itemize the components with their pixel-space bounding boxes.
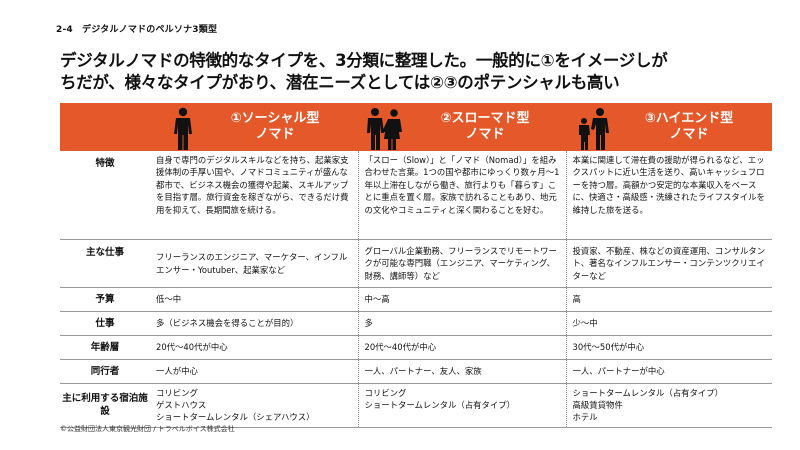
header-title-social: ①ソーシャル型 ノマド xyxy=(200,111,350,143)
cell-features-social: 自身で専門のデジタルスキルなどを持ち、起業家支援体制の手厚い国や、ノマドコミュニ… xyxy=(150,151,358,240)
accom-slowmad-1: コリビング xyxy=(364,387,407,398)
accom-slowmad-2: ショートタームレンタル（占有タイプ） xyxy=(364,399,516,410)
headline-line-2: ちだが、様々なタイプがおり、潜在ニーズとしては②③のポテンシャルも高い xyxy=(60,73,620,92)
header-col-highend: ③ハイエンド型 ノマド xyxy=(566,103,772,151)
accom-social-1: コリビング xyxy=(156,387,198,398)
cell-budget-slowmad: 中～高 xyxy=(357,287,566,312)
cell-age-highend: 30代～50代が中心 xyxy=(565,335,772,360)
accom-highend-1: ショートタームレンタル（占有タイプ） xyxy=(572,387,724,398)
cell-companion-slowmad: 一人、パートナー、友人、家族 xyxy=(357,359,566,384)
couple-icon xyxy=(367,108,402,150)
cell-workamt-social: 多（ビジネス機会を得ることが目的） xyxy=(150,311,358,336)
header-title-highend-line2: ノマド xyxy=(669,127,709,142)
cell-work-highend: 投資家、不動産、株などの資産運用、コンサルタント、著名なインフルエンサー・コンテ… xyxy=(565,239,772,288)
headline-line-1: デジタルノマドの特徴的なタイプを、3分類に整理した。一般的に①をイメージしが xyxy=(60,51,668,70)
row-label-accommodation: 主に利用する宿泊施設 xyxy=(60,383,150,428)
accom-social-3: ショートタームレンタル（シェアハウス） xyxy=(156,412,315,423)
row-label-age: 年齢層 xyxy=(60,335,150,360)
cell-companion-social: 一人が中心 xyxy=(150,359,358,384)
cell-work-social: フリーランスのエンジニア、マーケター、インフルエンサー・Youtuber、起業家… xyxy=(150,239,358,288)
parent-child-icon xyxy=(579,108,609,150)
table-row: 予算 低～中 中～高 高 xyxy=(60,287,772,312)
row-label-work-amount: 仕事 xyxy=(60,311,150,336)
header-col-social: ①ソーシャル型 ノマド xyxy=(150,103,358,151)
cell-budget-highend: 高 xyxy=(565,287,772,312)
row-label-budget: 予算 xyxy=(60,287,150,312)
cell-companion-highend: 一人、パートナーが中心 xyxy=(565,359,772,384)
row-label-companion: 同行者 xyxy=(60,359,150,384)
cell-accom-slowmad: コリビング ショートタームレンタル（占有タイプ） xyxy=(357,383,566,428)
cell-age-slowmad: 20代～40代が中心 xyxy=(357,335,566,360)
cell-workamt-highend: 少～中 xyxy=(565,311,772,336)
table-row: 年齢層 20代～40代が中心 20代～40代が中心 30代～50代が中心 xyxy=(60,335,772,360)
table-header: ①ソーシャル型 ノマド ②スローマド型 ノマド xyxy=(60,103,772,151)
cell-age-social: 20代～40代が中心 xyxy=(150,335,358,360)
header-title-highend: ③ハイエンド型 ノマド xyxy=(614,111,764,143)
header-title-slowmad-line1: ②スローマド型 xyxy=(440,111,530,126)
header-col-slowmad: ②スローマド型 ノマド xyxy=(358,103,566,151)
table-row: 仕事 多（ビジネス機会を得ることが目的） 多 少～中 xyxy=(60,311,772,336)
row-label-accommodation-text: 主に利用する宿泊施設 xyxy=(62,393,148,417)
header-title-slowmad: ②スローマド型 ノマド xyxy=(410,111,560,143)
row-label-features: 特徴 xyxy=(60,151,150,240)
accom-highend-2: 高級賃貸物件 xyxy=(572,399,623,410)
header-title-social-line2: ノマド xyxy=(255,127,295,142)
header-title-social-line1: ①ソーシャル型 xyxy=(230,111,320,126)
table-row: 特徴 自身で専門のデジタルスキルなどを持ち、起業家支援体制の手厚い国や、ノマドコ… xyxy=(60,151,772,240)
cell-accom-highend: ショートタームレンタル（占有タイプ） 高級賃貸物件 ホテル xyxy=(565,383,772,428)
accom-social-2: ゲストハウス xyxy=(156,399,207,410)
cell-accom-social: コリビング ゲストハウス ショートタームレンタル（シェアハウス） xyxy=(150,383,358,428)
headline: デジタルノマドの特徴的なタイプを、3分類に整理した。一般的に①をイメージしが ち… xyxy=(60,50,780,94)
cell-work-slowmad: グローバル企業勤務、フリーランスでリモートワークが可能な専門職（エンジニア、マー… xyxy=(357,239,566,288)
cell-features-highend: 本業に関連して滞在費の援助が得られるなど、エックスパットに近い生活を送り、高いキ… xyxy=(565,151,772,240)
cell-workamt-slowmad: 多 xyxy=(357,311,566,336)
copyright: ©公益財団法人東京観光財団 / トラベルボイス株式会社 xyxy=(60,425,235,433)
section-label: 2-4 デジタルノマドのペルソナ3類型 xyxy=(56,25,218,35)
cell-features-slowmad: 「スロー（Slow）」と「ノマド（Nomad）」を組み合わせた言葉。1つの国や都… xyxy=(357,151,566,240)
persona-table-body: 特徴 自身で専門のデジタルスキルなどを持ち、起業家支援体制の手厚い国や、ノマドコ… xyxy=(60,151,772,428)
table-row: 同行者 一人が中心 一人、パートナー、友人、家族 一人、パートナーが中心 xyxy=(60,359,772,384)
accom-highend-3: ホテル xyxy=(572,412,598,423)
persona-table: ①ソーシャル型 ノマド ②スローマド型 ノマド xyxy=(60,103,772,428)
row-label-main-work: 主な仕事 xyxy=(60,239,150,288)
cell-budget-social: 低～中 xyxy=(150,287,358,312)
table-row: 主に利用する宿泊施設 コリビング ゲストハウス ショートタームレンタル（シェアハ… xyxy=(60,383,772,428)
header-title-highend-line1: ③ハイエンド型 xyxy=(644,111,734,126)
header-blank xyxy=(60,103,150,151)
table-row: 主な仕事 フリーランスのエンジニア、マーケター、インフルエンサー・Youtube… xyxy=(60,239,772,288)
single-person-icon xyxy=(174,107,192,150)
header-title-slowmad-line2: ノマド xyxy=(465,127,505,142)
